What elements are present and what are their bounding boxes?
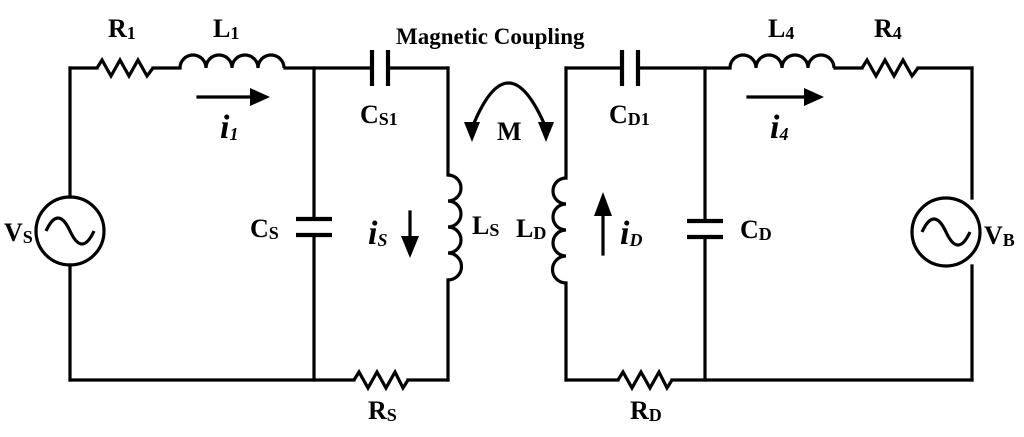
coupling-title: Magnetic Coupling (396, 24, 585, 49)
inductor-ls (447, 173, 464, 282)
label-cs1: CS1 (360, 100, 398, 129)
capacitor-cs1 (369, 50, 391, 86)
resistor-r1 (95, 56, 155, 80)
inductor-l1 (178, 53, 286, 69)
label-rd: RD (630, 396, 662, 425)
label-current-i1: i1 (220, 109, 238, 146)
label-l4: L4 (768, 14, 794, 43)
inductor-ld (550, 176, 567, 285)
resistor-rs (352, 368, 410, 392)
resistor-r4 (860, 56, 920, 80)
label-cs: CS (250, 214, 279, 243)
label-ls: LS (472, 211, 499, 240)
mutual-inductance-label: M (497, 117, 522, 146)
device-side-wires (564, 66, 974, 382)
label-current-is: iS (368, 215, 387, 252)
label-l1: L1 (213, 14, 239, 43)
label-rs: RS (368, 396, 397, 425)
inductor-l4 (728, 53, 836, 69)
mutual-coupling-arrow (464, 81, 554, 142)
label-current-i4: i4 (770, 109, 788, 146)
label-cd: CD (740, 215, 772, 244)
source-side-wires (68, 66, 450, 382)
label-ld: LD (516, 214, 546, 243)
capacitor-cs (296, 216, 332, 238)
label-current-id: iD (620, 215, 642, 252)
current-arrow-i4 (746, 88, 824, 106)
label-vb: VB (984, 221, 1015, 250)
ac-source-vs (34, 195, 106, 267)
resistor-rd (616, 368, 674, 392)
current-arrow-id (594, 192, 612, 256)
ac-source-vb (910, 196, 982, 268)
label-cd1: CD1 (609, 100, 650, 129)
current-arrow-i1 (196, 88, 270, 106)
capacitor-cd (687, 218, 723, 240)
label-vs: VS (4, 218, 33, 247)
capacitor-cd1 (619, 50, 641, 86)
current-arrow-is (401, 210, 419, 258)
label-r1: R1 (108, 14, 136, 43)
label-r4: R4 (874, 14, 902, 43)
